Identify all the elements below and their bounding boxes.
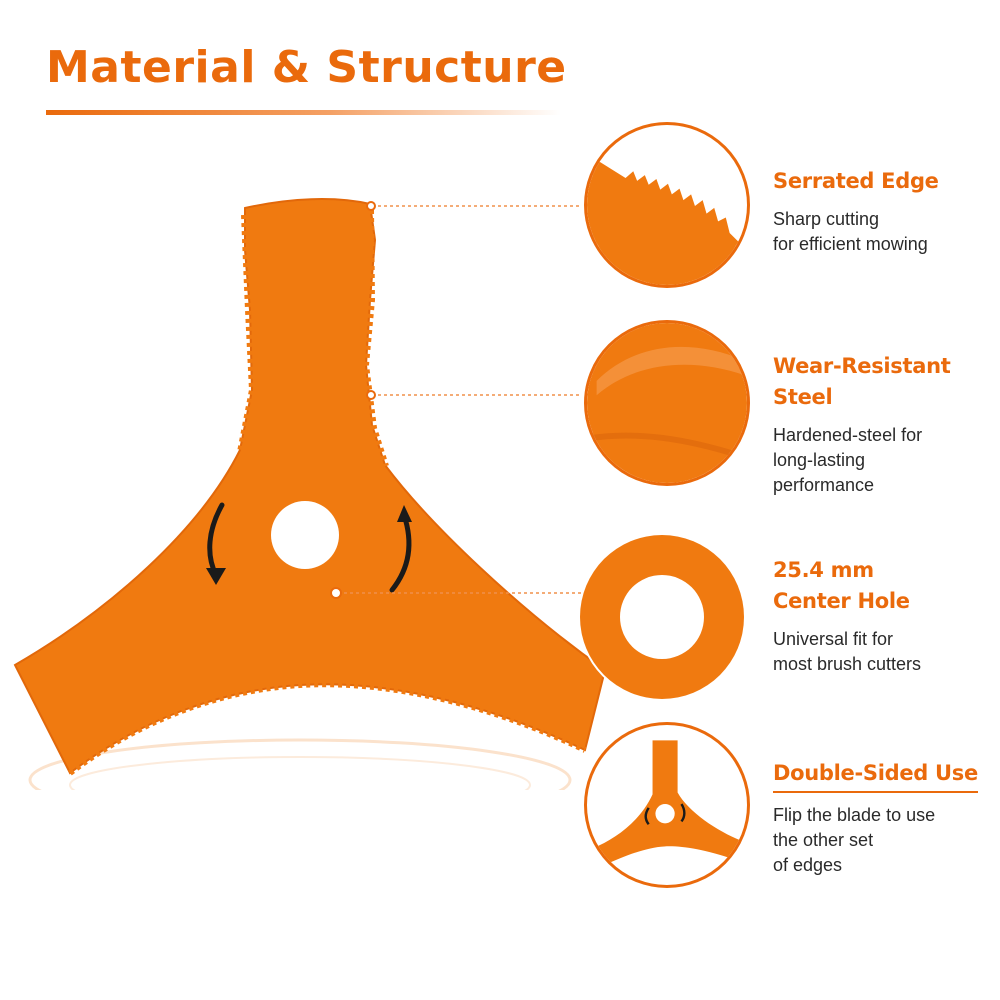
page-title: Material & Structure [46, 42, 567, 93]
feature-description: Hardened-steel for long-lasting performa… [773, 425, 923, 495]
feature-description: Sharp cutting for efficient mowing [773, 209, 928, 254]
feature-title: Wear-Resistant Steel [773, 354, 951, 409]
steel-surface-closeup-icon [584, 320, 750, 486]
feature-serrated-edge: Serrated Edge Sharp cutting for efficien… [773, 166, 998, 257]
feature-title: Serrated Edge [773, 169, 939, 193]
feature-center-hole: 25.4 mm Center Hole Universal fit for mo… [773, 555, 998, 677]
double-sided-blade-icon [584, 722, 750, 888]
title-underline [46, 110, 561, 115]
feature-wear-resistant-steel: Wear-Resistant Steel Hardened-steel for … [773, 351, 998, 498]
three-tooth-blade-image [13, 198, 607, 790]
serrated-edge-closeup-icon [584, 122, 750, 288]
feature-title: 25.4 mm Center Hole [773, 558, 910, 613]
feature-title: Double-Sided Use [773, 758, 978, 793]
feature-description: Universal fit for most brush cutters [773, 629, 922, 674]
feature-description: Flip the blade to use the other set of e… [773, 805, 936, 875]
center-hole-closeup-icon [578, 533, 746, 701]
feature-double-sided-use: Double-Sided Use Flip the blade to use t… [773, 758, 998, 878]
